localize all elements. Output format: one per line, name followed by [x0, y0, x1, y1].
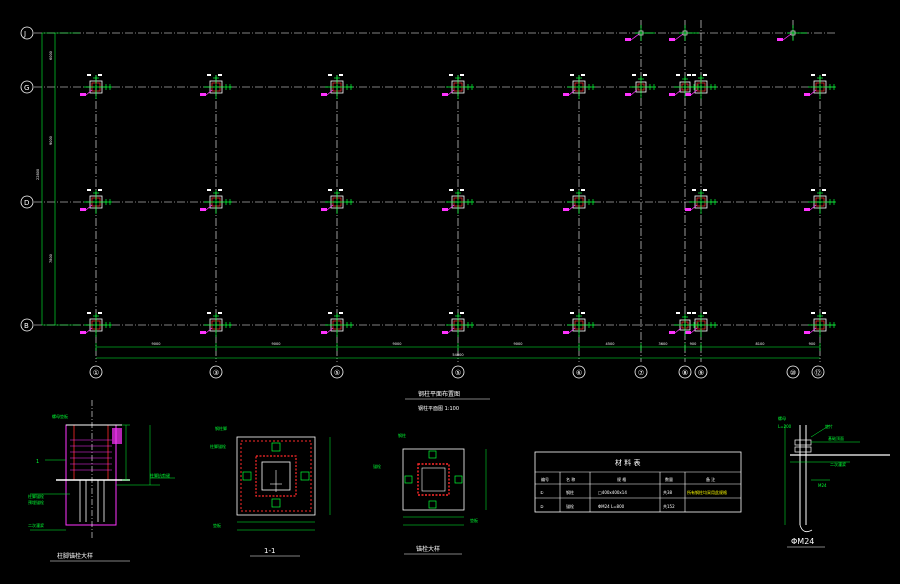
- svg-text:L=200: L=200: [778, 424, 792, 429]
- svg-text:垫板: 垫板: [213, 522, 221, 528]
- svg-text:钢柱: 钢柱: [398, 432, 406, 438]
- table-row-1-qty: 共152: [663, 503, 675, 509]
- svg-text:基础顶面: 基础顶面: [828, 435, 844, 441]
- anchor-plan-detail: 钢柱 锚栓 垫板 锚栓大样: [373, 432, 487, 555]
- svg-text:螺母垫板: 螺母垫板: [52, 413, 68, 419]
- column-axis-label: ⑧: [682, 369, 688, 377]
- table-row-1-name: 锚栓: [566, 503, 574, 509]
- table-header-qty: 数量: [665, 476, 673, 482]
- column-axis-label: ⑥: [576, 369, 582, 377]
- detail-c-title: 锚栓大样: [416, 545, 440, 553]
- section-title: 1-1: [264, 547, 275, 555]
- total-dimension: 54000: [452, 353, 463, 357]
- svg-text:锚栓: 锚栓: [373, 463, 381, 469]
- section-1-1-detail: 钢柱脚 柱脚锚栓 垫板 1-1: [210, 425, 331, 557]
- bay-dimension: 900: [690, 342, 697, 346]
- row-axis-label: G: [24, 84, 29, 92]
- steel-column-plan: J G D B ① ③ ⑤ ⑤ ⑥ ⑦ ⑧ ⑨ ⑩ ⑫ 9000 9000 9000 9000 4500 3600 90…: [20, 20, 836, 379]
- bay-dimension: 3600: [659, 342, 668, 346]
- bay-dimension: 900: [809, 342, 816, 346]
- table-header-spec: 规 格: [617, 476, 626, 482]
- column-axis-label: ③: [213, 369, 219, 377]
- column-axis-label: ⑫: [815, 369, 822, 377]
- svg-text:M24: M24: [818, 483, 827, 488]
- table-row-0-qty: 共38: [663, 489, 673, 495]
- row-axis-label: J: [23, 30, 26, 38]
- left-dimension: 7800: [49, 254, 53, 263]
- left-dimension: 6000: [49, 51, 53, 60]
- bay-dimension: 9000: [272, 342, 281, 346]
- table-row-1-spec: ΦM24 L=800: [598, 504, 625, 509]
- bay-dimension: 8100: [756, 342, 765, 346]
- column-axis-label: ⑤: [455, 369, 461, 377]
- svg-text:钢柱脚: 钢柱脚: [215, 425, 227, 431]
- table-title: 材 料 表: [615, 458, 640, 467]
- column-axis-label: ⑨: [698, 369, 704, 377]
- bay-dimension: 9000: [152, 342, 161, 346]
- column-axis-label: ①: [93, 369, 99, 377]
- svg-text:柱脚锚栓: 柱脚锚栓: [210, 443, 226, 449]
- plan-subtitle: 钢柱平面图 1:100: [418, 405, 459, 412]
- table-row-0-no: ①: [540, 490, 544, 495]
- svg-text:预埋锚栓: 预埋锚栓: [28, 499, 44, 505]
- left-dimension: 9000: [49, 136, 53, 145]
- svg-text:垫板: 垫板: [470, 517, 478, 523]
- table-row-0-note: 所有钢柱均采用此规格: [687, 489, 727, 495]
- column-axis-label: ⑩: [790, 369, 796, 377]
- table-row-1-no: ②: [540, 504, 544, 509]
- svg-text:1: 1: [36, 459, 39, 465]
- anchor-bolt-detail: 螺母 L=200 垫片 基础顶面 二次灌浆 M24 ΦM24: [778, 415, 890, 548]
- row-axis-label: D: [24, 199, 29, 207]
- table-row-0-spec: □400x400x14: [598, 490, 627, 495]
- svg-text:柱脚抗剪键: 柱脚抗剪键: [150, 472, 170, 478]
- svg-text:柱脚锚栓: 柱脚锚栓: [28, 493, 44, 499]
- material-table: 材 料 表 编号 名 称 规 格 数量 备 注 ① 钢柱 □400x400x14…: [534, 451, 742, 513]
- bolt-title: ΦM24: [791, 537, 814, 546]
- table-header-no: 编号: [541, 476, 549, 482]
- row-axis-label: B: [24, 322, 29, 330]
- bay-dimension: 4500: [606, 342, 615, 346]
- svg-text:垫片: 垫片: [825, 423, 833, 429]
- plan-title: 钢柱平面布置图: [418, 390, 460, 398]
- table-header-note: 备 注: [706, 476, 715, 482]
- svg-text:二次灌浆: 二次灌浆: [830, 461, 846, 467]
- anchor-elevation-detail: 螺母垫板 柱脚抗剪键 柱脚锚栓 预埋锚栓 二次灌浆 1 柱脚锚栓大样: [28, 400, 175, 562]
- bay-dimension: 9000: [393, 342, 402, 346]
- left-total-dimension: 22800: [36, 169, 40, 180]
- detail-a-title: 柱脚锚栓大样: [57, 552, 93, 560]
- table-row-0-name: 钢柱: [566, 489, 574, 495]
- table-header-name: 名 称: [566, 476, 575, 482]
- svg-text:螺母: 螺母: [778, 415, 786, 421]
- svg-text:二次灌浆: 二次灌浆: [28, 522, 44, 528]
- bay-dimension: 9000: [514, 342, 523, 346]
- column-axis-label: ⑦: [638, 369, 644, 377]
- column-axis-label: ⑤: [334, 369, 340, 377]
